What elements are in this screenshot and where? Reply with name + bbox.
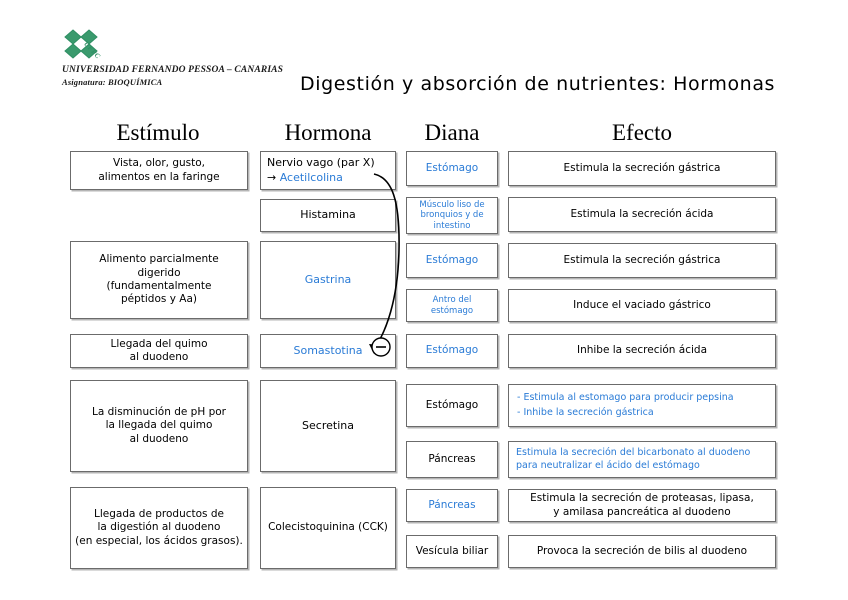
diana-text: Estómago	[425, 253, 479, 266]
diana-text: Músculo liso de bronquios y de intestino	[419, 199, 485, 231]
diana-text: Vesícula biliar	[415, 544, 489, 557]
estimulo-text: Alimento parcialmente digerido (fundamen…	[99, 253, 219, 306]
estimulo-box-4[interactable]: La disminución de pH por la llegada del …	[70, 380, 248, 472]
diana-text: Páncreas	[428, 452, 476, 465]
page-title: Digestión y absorción de nutrientes: Hor…	[300, 73, 776, 95]
hormona-box-3[interactable]: Gastrina	[260, 241, 396, 319]
hormona-box-1[interactable]: Nervio vago (par X) → Acetilcolina	[260, 151, 396, 190]
efecto-text: Estimula la secreción de proteasas, lipa…	[530, 492, 754, 518]
diana-box-1[interactable]: Estómago	[406, 151, 498, 186]
estimulo-box-2[interactable]: Alimento parcialmente digerido (fundamen…	[70, 241, 248, 319]
estimulo-text: Vista, olor, gusto, alimentos en la fari…	[98, 157, 220, 183]
diana-box-2[interactable]: Músculo liso de bronquios y de intestino	[406, 197, 498, 234]
hormona-box-6[interactable]: Colecistoquinina (CCK)	[260, 487, 396, 569]
efecto-box-2[interactable]: Estimula la secreción ácida	[508, 197, 776, 232]
diana-text: Páncreas	[428, 498, 476, 511]
estimulo-text: Llegada del quimo al duodeno	[110, 337, 208, 363]
efecto-box-5[interactable]: Inhibe la secreción ácida	[508, 334, 776, 368]
diana-box-9[interactable]: Vesícula biliar	[406, 535, 498, 568]
efecto-box-6[interactable]: - Estimula al estomago para producir pep…	[508, 384, 776, 427]
efecto-text: Induce el vaciado gástrico	[573, 298, 711, 311]
university-name: UNIVERSIDAD FERNANDO PESSOA – CANARIAS	[62, 65, 284, 75]
diana-box-4[interactable]: Antro del estómago	[406, 289, 498, 322]
hormona-text: Gastrina	[304, 272, 352, 286]
diana-text: Estómago	[425, 398, 479, 411]
efecto-bullet-2: - Inhibe la secreción gástrica	[517, 407, 654, 418]
diana-box-7[interactable]: Páncreas	[406, 441, 498, 478]
hormona-text: Histamina	[300, 208, 356, 222]
efecto-bullet-1: - Estimula al estomago para producir pep…	[517, 391, 734, 403]
diana-box-8[interactable]: Páncreas	[406, 489, 498, 522]
efecto-box-9[interactable]: Provoca la secreción de bilis al duodeno	[508, 535, 776, 568]
subject-line: Asignatura: BIOQUÍMICA	[62, 77, 163, 87]
column-header-diana: Diana	[424, 120, 480, 145]
estimulo-text: La disminución de pH por la llegada del …	[91, 405, 226, 445]
hormona-box-5[interactable]: Secretina	[260, 380, 396, 472]
efecto-text: Provoca la secreción de bilis al duodeno	[536, 544, 748, 557]
column-header-estimulo: Estímulo	[116, 120, 200, 145]
efecto-text: Estimula la secreción del bicarbonato al…	[516, 446, 751, 471]
efecto-text: Inhibe la secreción ácida	[576, 344, 708, 357]
estimulo-text: Llegada de productos de la digestión al …	[75, 507, 243, 547]
efecto-box-8[interactable]: Estimula la secreción de proteasas, lipa…	[508, 489, 776, 522]
diana-box-5[interactable]: Estómago	[406, 334, 498, 368]
diana-text: Antro del estómago	[430, 294, 474, 316]
arrow-glyph: →	[267, 170, 280, 184]
efecto-text: Estimula la secreción ácida	[570, 207, 714, 220]
efecto-box-1[interactable]: Estimula la secreción gástrica	[508, 151, 776, 186]
efecto-bullet-list: - Estimula al estomago para producir pep…	[513, 389, 771, 422]
estimulo-box-5[interactable]: Llegada de productos de la digestión al …	[70, 487, 248, 569]
ufpc-diamond-logo-icon	[64, 29, 98, 59]
hormona-text: Secretina	[302, 418, 354, 432]
diana-box-3[interactable]: Estómago	[406, 243, 498, 278]
estimulo-box-1[interactable]: Vista, olor, gusto, alimentos en la fari…	[70, 151, 248, 190]
efecto-text: Estimula la secreción gástrica	[563, 253, 721, 266]
hormona-text: Colecistoquinina (CCK)	[268, 521, 388, 534]
hormona-box-4[interactable]: Somastotina	[260, 334, 396, 368]
efecto-box-3[interactable]: Estimula la secreción gástrica	[508, 243, 776, 278]
column-header-efecto: Efecto	[611, 120, 672, 145]
column-header-hormona: Hormona	[284, 120, 372, 145]
diana-text: Estómago	[425, 344, 479, 357]
hormona-box-2[interactable]: Histamina	[260, 199, 396, 232]
diana-box-6[interactable]: Estómago	[406, 384, 498, 427]
efecto-box-7[interactable]: Estimula la secreción del bicarbonato al…	[508, 441, 776, 478]
hormona-text: Somastotina	[293, 343, 363, 357]
acetilcolina-label: Acetilcolina	[279, 170, 343, 184]
efecto-text: Estimula la secreción gástrica	[563, 161, 721, 174]
institution-logo-block: UFPC UNIVERSIDAD FERNANDO PESSOA – CANAR…	[62, 28, 302, 87]
efecto-box-4[interactable]: Induce el vaciado gástrico	[508, 289, 776, 322]
estimulo-box-3[interactable]: Llegada del quimo al duodeno	[70, 334, 248, 368]
diana-text: Estómago	[425, 161, 479, 174]
hormona-text: Nervio vago (par X) → Acetilcolina	[267, 156, 375, 184]
